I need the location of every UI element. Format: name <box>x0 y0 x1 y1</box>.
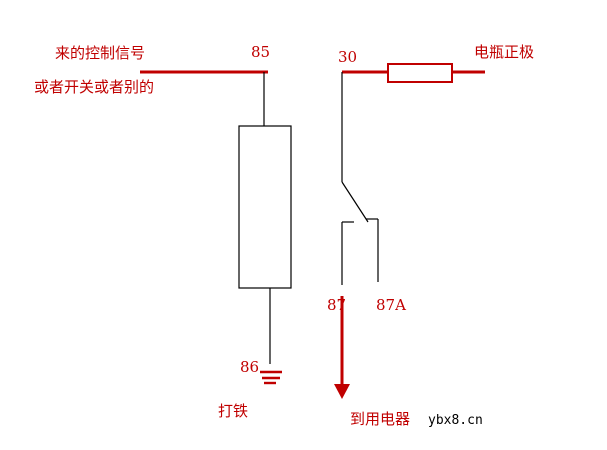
relay-coil <box>238 125 292 289</box>
pin-87a-label: 87A <box>376 296 406 314</box>
pin-85-label: 85 <box>251 43 270 61</box>
switch-arm <box>341 181 369 223</box>
watermark-text: ybx8.cn <box>428 413 483 428</box>
control-signal-label-line1: 来的控制信号 <box>55 44 145 62</box>
ground-label: 打铁 <box>218 402 248 420</box>
battery-positive-label: 电瓶正极 <box>474 43 534 61</box>
pin-30-label: 30 <box>338 48 357 66</box>
pin-86-label: 86 <box>240 358 259 376</box>
to-load-label: 到用电器 <box>350 410 410 428</box>
pin-87-label: 87 <box>327 296 346 314</box>
load-arrow-head <box>334 384 350 399</box>
ground-symbol <box>260 370 282 385</box>
fuse <box>387 63 453 83</box>
control-signal-label-line2: 或者开关或者别的 <box>34 78 154 96</box>
